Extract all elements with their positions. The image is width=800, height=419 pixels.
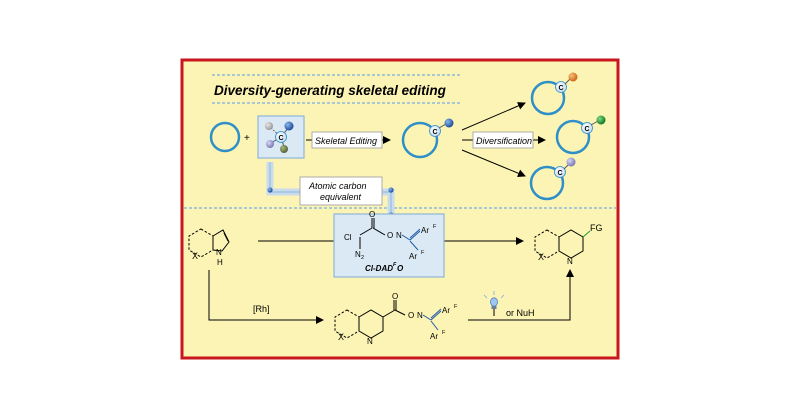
atomic-carbon-label-line1: Atomic carbon (308, 181, 367, 191)
purple-product-substituent-sphere (566, 157, 576, 167)
svg-text:Ar: Ar (409, 252, 417, 261)
svg-text:O: O (387, 231, 393, 240)
quinoline-product (534, 229, 591, 259)
svg-text:Cl: Cl (344, 233, 352, 242)
svg-text:N: N (417, 311, 423, 320)
indole-structure (188, 228, 230, 258)
svg-text:C: C (558, 170, 563, 177)
edited-ring: C (401, 118, 454, 159)
edited-ring-carbon-label: C (433, 129, 438, 136)
product-ring-purple: C (529, 157, 576, 201)
intermediate-n-label: N (367, 337, 373, 346)
light-nuh-pathway-arrow (468, 269, 574, 321)
carbon-atom-label: C (279, 135, 284, 142)
svg-text:O: O (369, 210, 375, 219)
quinoline-x-label: X (538, 252, 544, 262)
svg-text:Ar: Ar (442, 306, 450, 315)
cl-dadfo-reagent-box: O Cl O N N 2 Ar F Ar F Cl-DAD F O (333, 210, 445, 278)
nuh-label: or NuH (506, 308, 535, 318)
atomic-carbon-label-box (299, 176, 383, 206)
rh-catalyst-label: [Rh] (253, 304, 270, 314)
reagent-name-tail: O (397, 264, 404, 273)
edited-ring-carbon (429, 125, 441, 137)
quinoline-n-label: N (567, 257, 573, 266)
svg-text:O: O (392, 292, 398, 301)
svg-text:N: N (355, 250, 361, 259)
edited-ring-substituent (444, 118, 454, 128)
orange-substituent-sphere (568, 72, 578, 82)
product-ring-orange: C (530, 72, 578, 116)
svg-text:2: 2 (361, 255, 364, 261)
diagram-title: Diversity-generating skeletal editing (214, 83, 447, 98)
svg-text:Ar: Ar (430, 332, 438, 341)
outer-frame (180, 58, 620, 360)
functional-group-label: FG (590, 223, 603, 233)
green-substituent-sphere (596, 115, 606, 125)
svg-text:F: F (421, 250, 425, 256)
carbon-reagent-box: C (257, 115, 305, 159)
intermediate-x-label: X (338, 332, 344, 342)
svg-text:F: F (454, 304, 458, 310)
plus-sign: + (244, 133, 250, 144)
gray-substituent-sphere (265, 122, 273, 130)
indole-x-label: X (192, 251, 198, 261)
indole-n-label: N (216, 248, 222, 257)
diversification-label: Diversification (476, 136, 532, 146)
purple-substituent-sphere (266, 140, 274, 148)
blue-substituent-sphere (284, 121, 294, 131)
svg-text:F: F (442, 330, 446, 336)
svg-text:F: F (433, 224, 437, 230)
diversification-arrow-upper (461, 102, 526, 131)
rh-pathway-arrow (208, 270, 324, 324)
olive-substituent-sphere (280, 145, 288, 153)
starting-ring (209, 121, 241, 153)
diversification-label-box (472, 131, 534, 149)
svg-text:C: C (559, 85, 564, 92)
reagent-name-main: Cl-DAD (365, 264, 393, 273)
atomic-carbon-label-line2: equivalent (320, 192, 362, 202)
svg-text:N: N (396, 231, 402, 240)
svg-text:C: C (585, 126, 590, 133)
svg-text:O: O (408, 311, 414, 320)
diversification-arrow-lower (461, 149, 526, 178)
skeletal-editing-label-box (311, 131, 383, 149)
light-bulb-icon (483, 291, 505, 316)
reagent-name-sup: F (393, 262, 397, 268)
indole-h-label: H (217, 258, 223, 267)
skeletal-editing-label: Skeletal Editing (315, 136, 377, 146)
product-ring-green: C (555, 115, 606, 155)
intermediate-structure (334, 300, 406, 339)
carbon-atom (275, 131, 287, 143)
svg-text:Ar: Ar (421, 226, 429, 235)
